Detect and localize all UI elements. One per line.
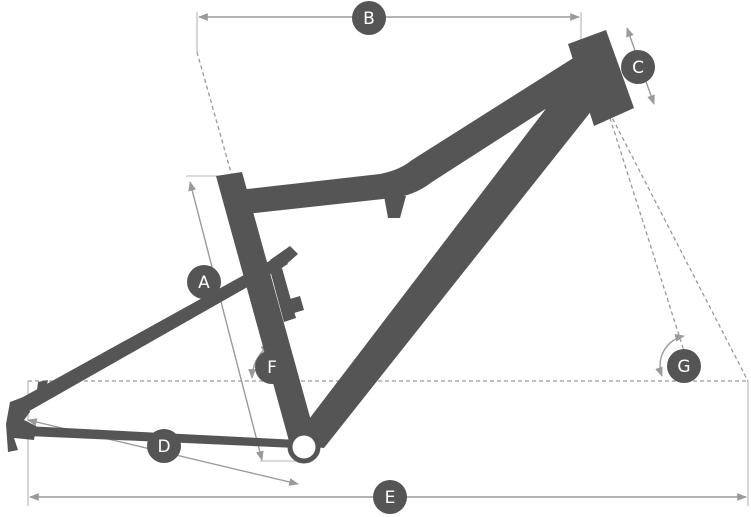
shock-mount [280, 296, 304, 316]
top-tube [238, 50, 600, 214]
badge-g: G [667, 349, 701, 383]
seat-stay [14, 254, 288, 414]
top-tube-gusset [384, 196, 406, 218]
badge-b: B [352, 1, 386, 35]
badge-g-label: G [677, 357, 690, 377]
rear-brake-mount [36, 380, 48, 398]
seat-tube [216, 172, 318, 452]
badge-b-label: B [363, 9, 375, 29]
badge-f-label: F [267, 358, 277, 378]
rear-dropout [6, 396, 36, 452]
badge-e-label: E [385, 488, 396, 508]
down-tube [290, 72, 608, 448]
reach-reference-line [196, 51, 233, 177]
badge-c: C [621, 50, 655, 84]
badge-f: F [255, 350, 289, 384]
fork-axis-line [609, 117, 691, 371]
badge-e: E [373, 480, 407, 514]
badge-a: A [187, 265, 221, 299]
badge-c-label: C [632, 58, 644, 78]
dimension-a-line [188, 181, 264, 461]
rocker-link [270, 246, 298, 268]
dimension-g-arc [655, 333, 685, 377]
bike-frame [6, 30, 634, 464]
head-angle-reference-line [602, 99, 749, 382]
head-tube [568, 30, 634, 126]
badge-d: D [147, 429, 181, 463]
bottom-bracket [287, 430, 321, 464]
badge-d-label: D [157, 437, 170, 457]
badge-a-label: A [198, 273, 210, 293]
